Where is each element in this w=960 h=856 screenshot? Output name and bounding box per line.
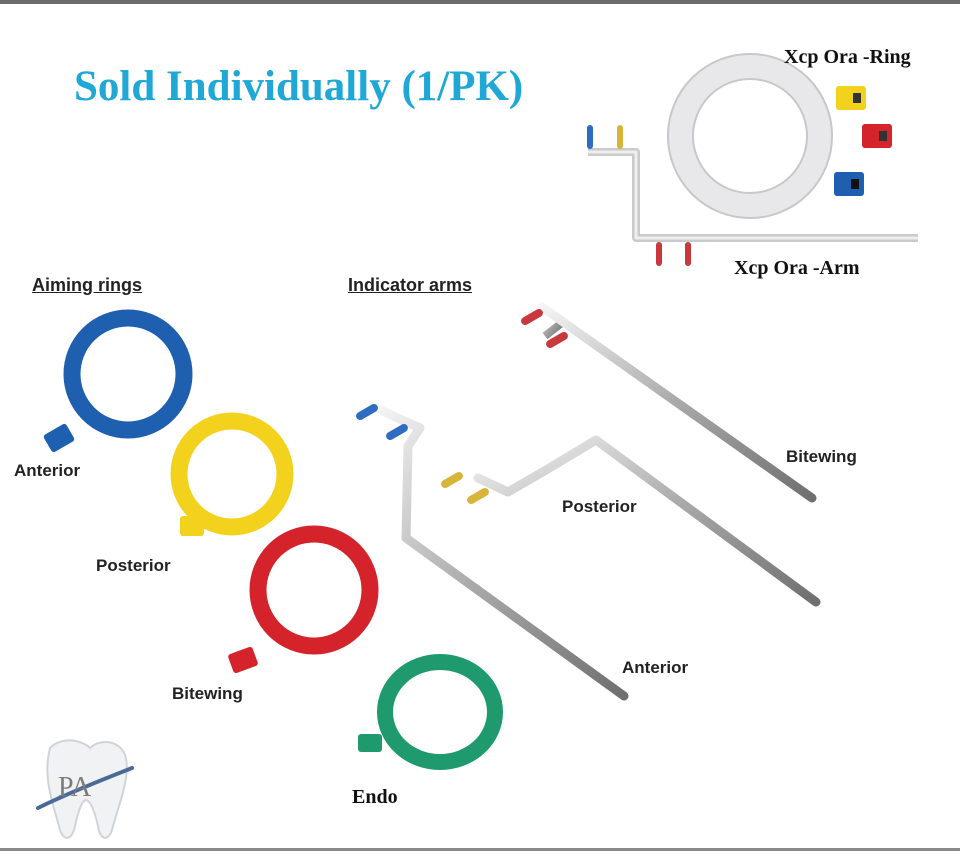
bitewing-arm-image: [521, 302, 817, 503]
posterior-arm-image: [441, 435, 821, 607]
anterior-ring-image: [43, 309, 193, 453]
anterior-ring-label: Anterior: [14, 461, 81, 480]
bitewing-ring-image: [228, 525, 379, 673]
page-title: Sold Individually (1/PK): [74, 63, 524, 110]
top-border: [0, 0, 960, 4]
xcp-ora-arm-image: [587, 125, 918, 266]
endo-ring-label: Endo: [352, 786, 398, 808]
xcp-ora-ring-image: [667, 53, 892, 219]
bitewing-ring-label: Bitewing: [172, 684, 243, 703]
aiming-rings-heading: Aiming rings: [32, 275, 143, 295]
indicator-arms-heading: Indicator arms: [348, 275, 473, 295]
xcp-ora-ring-label: Xcp Ora -Ring: [784, 46, 911, 68]
bottom-border: [0, 848, 960, 851]
bitewing-arm-label: Bitewing: [786, 447, 857, 466]
posterior-ring-image: [170, 412, 294, 536]
xcp-ora-arm-label: Xcp Ora -Arm: [734, 257, 860, 279]
anterior-arm-image: [356, 404, 629, 701]
pa-logo: PA: [36, 739, 134, 839]
logo-text: PA: [58, 772, 92, 803]
posterior-arm-label: Posterior: [562, 497, 637, 516]
anterior-arm-label: Anterior: [622, 658, 689, 677]
endo-ring-image: [358, 654, 503, 770]
posterior-ring-label: Posterior: [96, 556, 171, 575]
